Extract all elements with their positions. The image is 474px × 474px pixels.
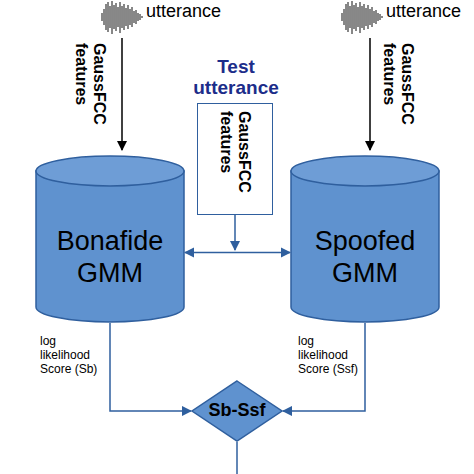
feature-label: GaussFCC features [380,43,416,133]
edge-label: log likelihood Score (Ssf) [298,334,362,376]
model-label: Spoofed GMM [290,225,440,289]
heading-text: Test utterance [176,56,296,98]
feature-label: GaussFCC features [72,43,108,133]
connector-arrow [185,252,290,254]
feature-arrow [369,38,371,150]
waveform-right [340,1,382,34]
connector-arrow [283,323,365,411]
decision-diamond: Sb-Ssf [191,380,283,442]
score-formula: Sb-Ssf [191,399,283,421]
test-arrow [234,215,236,250]
output-line [236,442,238,474]
input-box: Test utteranceGaussFCC features [197,103,273,215]
model-label: Bonafide GMM [35,225,185,289]
model-cylinder: Bonafide GMM [35,155,185,323]
source-label: utterance [146,1,236,21]
feature-arrow [121,38,123,150]
waveform-left [100,1,142,34]
edge-label: log likelihood Score (Sb) [40,334,108,376]
source-label: utterance [386,1,474,21]
model-cylinder: Spoofed GMM [290,155,440,323]
feature-text: GaussFCC features [217,111,253,207]
connector-arrow [110,323,191,411]
